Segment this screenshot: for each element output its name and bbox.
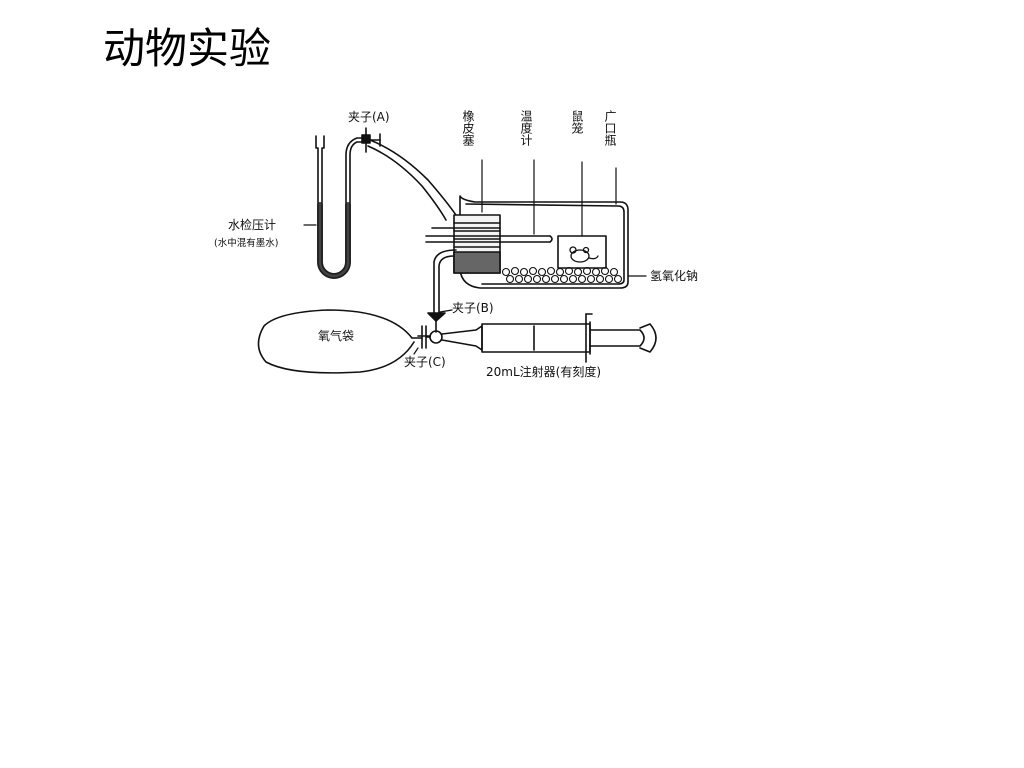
mouse-cage-icon [557, 235, 607, 269]
supply-tube [433, 249, 457, 319]
label-clamp-c: 夹子(C) [404, 355, 446, 369]
label-manometer: 水检压计 [228, 217, 276, 232]
clamp-b-icon [427, 312, 446, 333]
label-rubber-stopper: 橡皮塞 [461, 110, 475, 146]
leader-lines [303, 159, 647, 355]
rubber-stopper-icon [453, 214, 501, 274]
connector-tube [369, 139, 459, 219]
label-sodium-hydroxide: 氢氧化钠 [650, 268, 698, 283]
thermometer-icon [425, 235, 553, 243]
label-clamp-a: 夹子(A) [348, 110, 390, 124]
manometer-liquid [317, 202, 351, 279]
label-clamp-b: 夹子(B) [452, 301, 494, 315]
sodium-hydroxide-pellets [501, 266, 623, 284]
oxygen-bag [257, 309, 415, 374]
slide-title: 动物实验 [103, 24, 272, 73]
wide-mouth-bottle [459, 195, 629, 289]
label-mouse-cage: 鼠笼 [570, 110, 584, 135]
label-syringe: 20mL注射器(有刻度) [486, 364, 601, 379]
label-wide-mouth-bottle: 广口瓶 [603, 110, 617, 146]
label-thermometer: 温度计 [519, 110, 533, 146]
label-manometer-note: (水中混有墨水) [214, 237, 278, 249]
label-oxygen-bag: 氧气袋 [318, 328, 354, 343]
mouse-icon [569, 246, 599, 263]
manometer-u-tube [315, 135, 367, 279]
syringe-icon [441, 313, 657, 363]
apparatus-diagram: 夹子(A) 橡皮塞 温度计 鼠笼 广口瓶 水检压计 (水中混有墨水) 氢氧化钠 … [214, 110, 698, 379]
